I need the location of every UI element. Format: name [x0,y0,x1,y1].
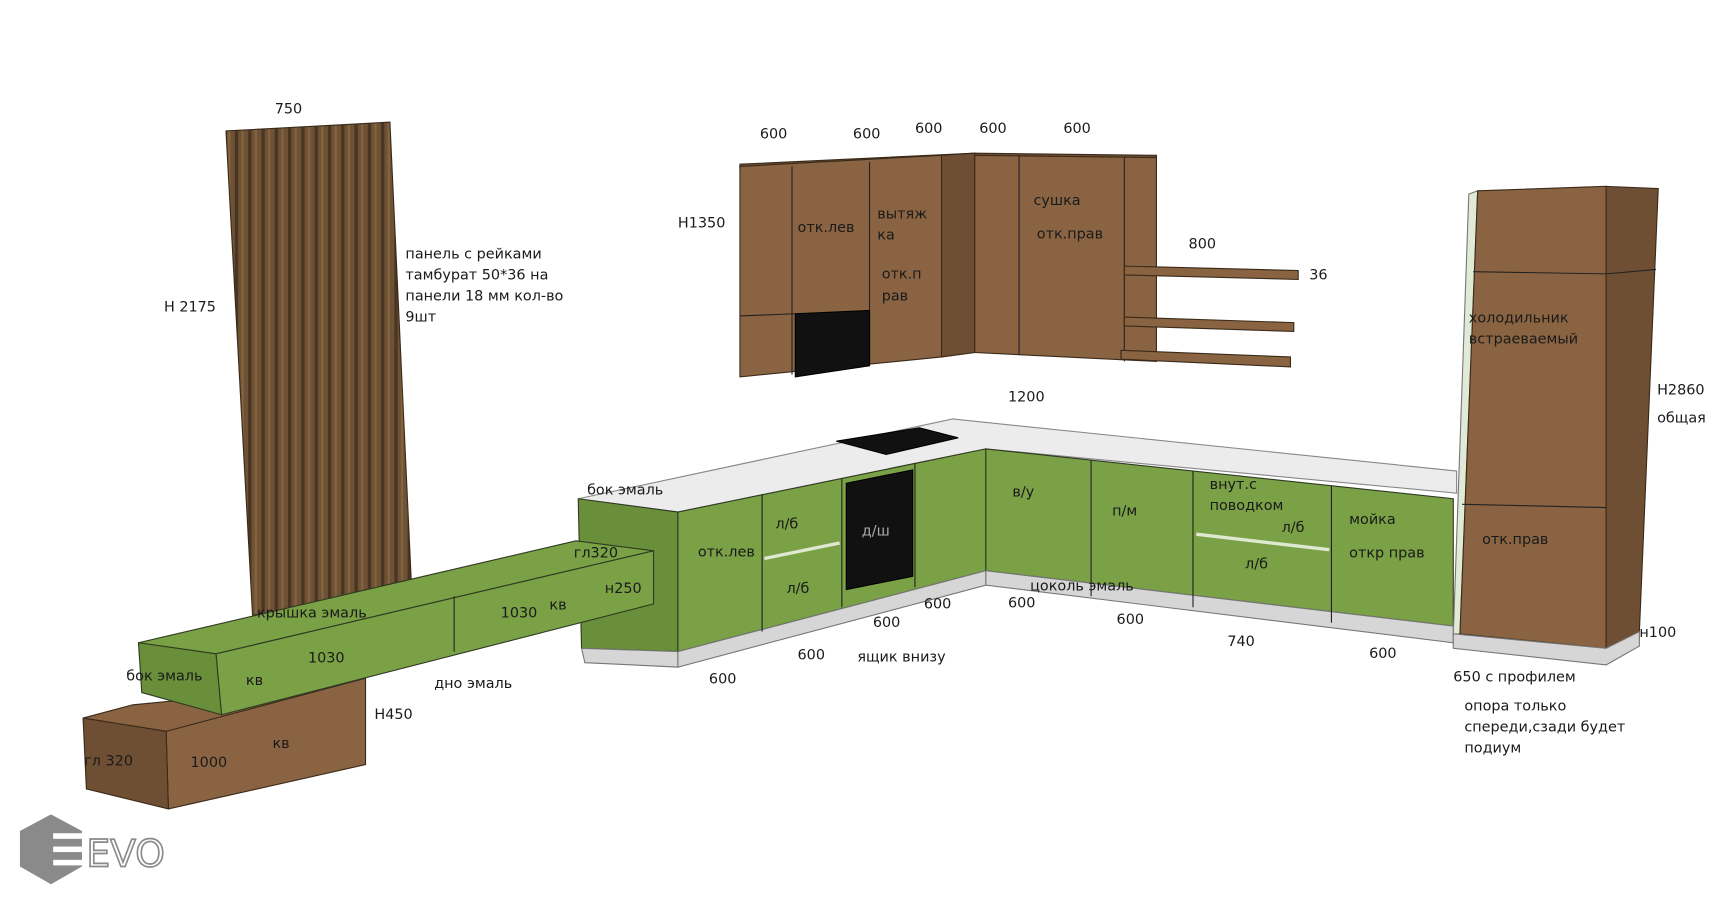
base-width: 600 [798,647,825,663]
panel-note: тамбурат 50*36 на [405,267,548,283]
bench-kv: кв [246,673,263,689]
side-label: бок эмаль [587,482,663,498]
tall-depth: 650 с профилем [1453,670,1575,686]
upper-height: Н1350 [678,215,725,231]
shelf-thickness: 36 [1309,267,1327,283]
bench-kv: кв [549,598,566,614]
top-width: 1200 [1008,389,1045,405]
tall-height: Н2860 [1657,383,1704,399]
evo-logo: EVO [19,814,166,885]
box-length: 1000 [191,755,228,771]
door-label: поводком [1210,498,1284,514]
bench-depth: гл320 [574,545,618,561]
panel-note: 9шт [405,310,436,326]
door-label: ка [877,228,895,244]
oven-label: д/ш [862,523,890,539]
panel-note: панели 18 мм кол-во [405,288,563,304]
door-label: отк.п [882,266,922,282]
panel-height: Н 2175 [164,300,216,316]
base-cabinets: бок эмаль отк.лев л/б л/б д/ш в/у п/м вн… [577,389,1458,688]
door-label: п/м [1112,503,1137,519]
base-width: 600 [709,672,736,688]
door-label: отк.лев [698,544,755,560]
bench-side-label: бок эмаль [126,668,202,684]
base-width: 600 [873,615,900,631]
box-depth: гл 320 [84,754,133,770]
door-label: откр прав [1349,545,1424,561]
upper-width: 600 [979,121,1006,137]
bench-length: 1030 [501,605,538,621]
base-width: 740 [1227,634,1254,650]
bench-height: н250 [605,581,642,597]
green-bench: гл320 н250 крышка эмаль 1030 1030 кв кв … [126,540,655,716]
door-label: вытяж [877,206,927,222]
tall-cabinet: холодильник встраеваемый отк.прав Н2860 … [1452,185,1706,756]
door-label: л/б [1245,557,1268,573]
door-label: л/б [1282,520,1305,536]
bench-top-label: крышка эмаль [257,605,367,621]
door-label: рав [882,288,908,304]
base-width: 600 [1117,612,1144,628]
fridge-label: встраеваемый [1469,332,1578,348]
door-label: отк.прав [1037,226,1103,242]
drawer-note: ящик внизу [857,650,946,666]
bench-length: 1030 [308,651,345,667]
door-label: л/б [786,581,809,597]
slat-panel: 750 Н 2175 панель с рейками тамбурат 50*… [164,101,564,616]
base-width: 600 [924,596,951,612]
door-label: внут.с [1210,477,1257,493]
door-label: мойка [1349,512,1396,528]
panel-width: 750 [275,101,302,117]
box-height: Н450 [374,707,412,723]
upper-width: 600 [760,127,787,143]
plinth-label: цоколь эмаль [1030,579,1134,595]
door-label: л/б [775,517,798,533]
panel-note: панель с рейками [405,246,541,262]
shelf-length: 800 [1189,236,1216,252]
box-kv: кв [272,736,289,752]
fridge-label: холодильник [1469,311,1569,327]
bench-bottom-label: дно эмаль [434,676,512,692]
upper-width: 600 [915,121,942,137]
base-width: 600 [1369,646,1396,662]
plinth-height: н100 [1639,625,1676,641]
door-label: в/у [1012,485,1034,501]
base-width: 600 [1008,595,1035,611]
upper-cabinets: 600 600 600 600 600 Н1350 отк.лев вытяж … [678,121,1157,378]
upper-width: 600 [853,127,880,143]
support-note: опора только [1464,698,1566,714]
support-note: спереди,сзади будет [1464,719,1625,735]
support-note: подиум [1464,740,1521,756]
upper-width: 600 [1063,121,1090,137]
tall-height: общая [1657,410,1706,426]
logo-text: EVO [86,831,165,875]
door-label: отк.прав [1482,532,1548,548]
door-label: сушка [1033,193,1080,209]
door-label: отк.лев [798,220,855,236]
open-shelves: 800 36 [1120,236,1328,368]
